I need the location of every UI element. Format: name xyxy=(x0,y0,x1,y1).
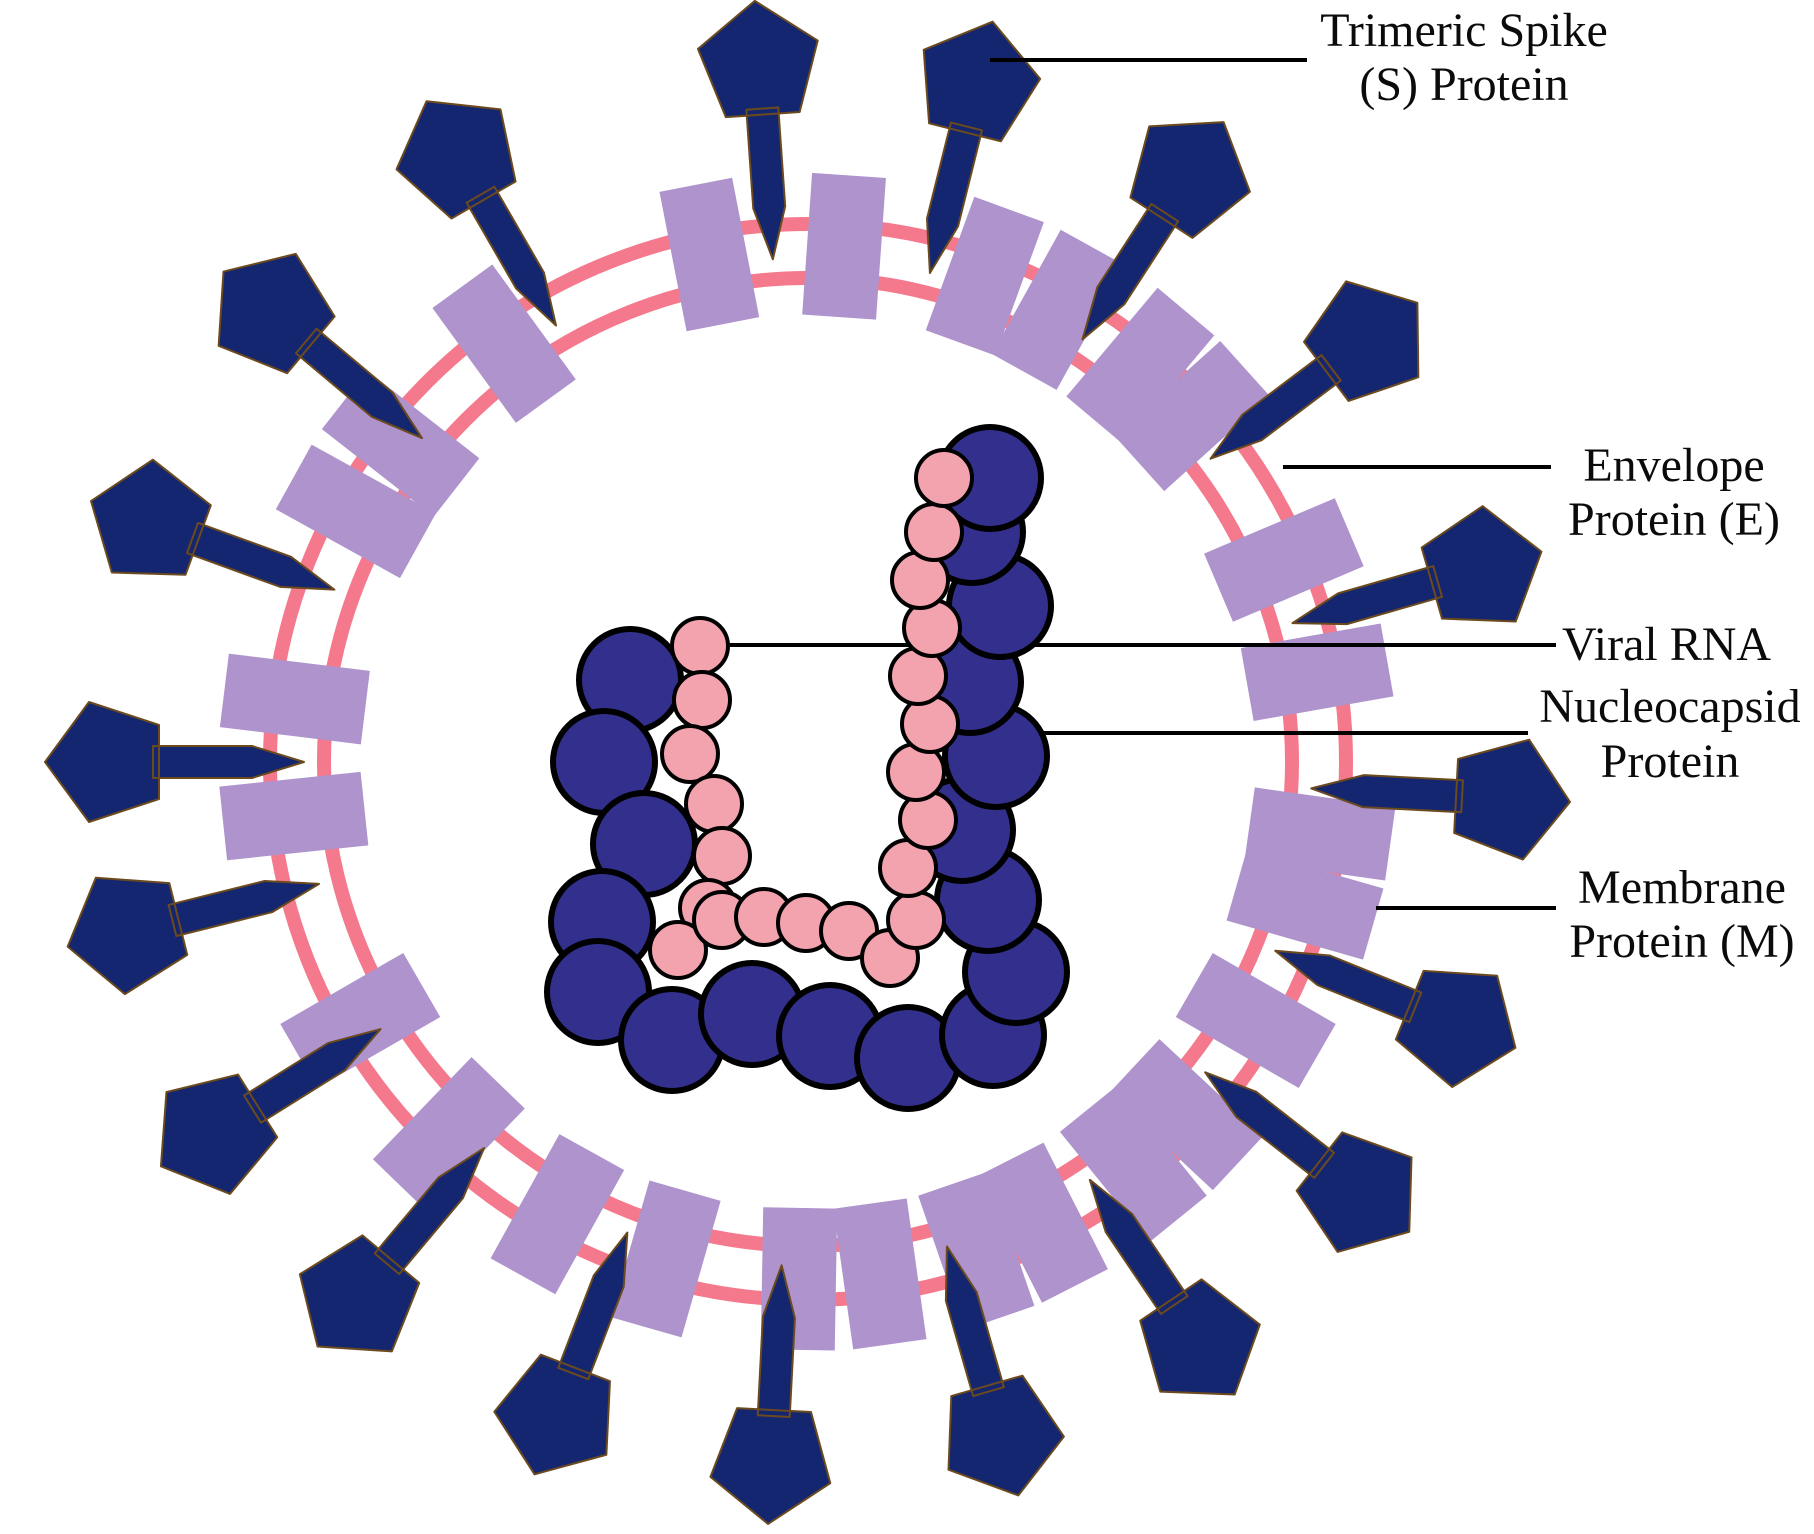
membrane-protein-rect xyxy=(991,229,1126,390)
membrane-protein-rect xyxy=(432,264,576,423)
label-trimeric-spike: Trimeric Spike (S) Protein xyxy=(1320,4,1608,111)
membrane-protein-rect xyxy=(918,1171,1035,1331)
membrane-protein-rect xyxy=(1175,952,1336,1089)
spike-protein xyxy=(159,1028,382,1195)
rna-bead xyxy=(660,724,720,784)
membrane-protein-rect xyxy=(219,771,369,861)
spike-protein xyxy=(217,252,423,440)
membrane-protein-rect xyxy=(833,1198,927,1350)
spike-protein xyxy=(1204,1071,1413,1253)
spike-protein xyxy=(493,1231,629,1476)
label-nucleocapsid: Nucleocapsid Protein xyxy=(1539,680,1800,788)
membrane-label-line1: Membrane xyxy=(1578,861,1786,914)
membrane-protein-rect xyxy=(1240,623,1394,721)
spike-protein xyxy=(395,100,557,327)
rna-bead xyxy=(886,890,946,950)
spike-protein xyxy=(1088,1178,1261,1396)
membrane-protein-rect xyxy=(1244,787,1396,881)
spike-protein xyxy=(1209,280,1420,460)
label-envelope: Envelope Protein (E) xyxy=(1568,439,1780,546)
membrane-protein-rect xyxy=(659,177,760,332)
envelope-label-line1: Envelope xyxy=(1583,439,1764,492)
envelope-label-line2: Protein (E) xyxy=(1568,493,1780,546)
spike-protein xyxy=(1291,505,1543,626)
spike-protein xyxy=(944,1245,1065,1497)
spike-protein xyxy=(1310,738,1571,861)
membrane-protein-rect xyxy=(610,1180,721,1338)
spike-protein xyxy=(709,1264,832,1525)
membrane-protein-rect xyxy=(275,444,436,579)
spike-protein xyxy=(90,458,336,591)
membrane-protein-rect xyxy=(977,1142,1108,1303)
rna-bead xyxy=(692,826,752,886)
viral-rna-label: Viral RNA xyxy=(1562,618,1771,671)
spike-protein-group xyxy=(44,0,1571,1525)
rna-bead xyxy=(648,920,708,980)
membrane-protein-rect xyxy=(1226,849,1384,960)
rna-bead xyxy=(914,448,974,508)
membrane-protein-rect xyxy=(1108,1039,1264,1191)
rna-bead xyxy=(684,774,744,834)
rna-bead xyxy=(672,670,732,730)
spike-protein xyxy=(922,20,1042,274)
spike-protein xyxy=(1081,121,1251,341)
nucleocapsid-label-line1: Nucleocapsid xyxy=(1539,680,1800,733)
spike-protein xyxy=(44,701,305,823)
spike-protein xyxy=(66,876,320,996)
label-membrane: Membrane Protein (M) xyxy=(1569,861,1794,968)
membrane-protein-rect xyxy=(372,1057,525,1211)
trimeric-spike-label-line1: Trimeric Spike xyxy=(1320,4,1608,57)
membrane-protein-rect xyxy=(1204,498,1364,622)
membrane-protein-rect xyxy=(802,172,886,320)
membrane-protein-rect xyxy=(1066,287,1215,445)
spike-protein xyxy=(1274,949,1517,1088)
nucleocapsid-label-line2: Protein xyxy=(1601,735,1740,788)
rna-bead xyxy=(904,502,964,562)
membrane-protein-rect xyxy=(1114,341,1270,492)
membrane-protein-rect xyxy=(1059,1085,1207,1243)
rna-bead-chain xyxy=(648,448,974,988)
nucleocapsid-bead-chain xyxy=(544,424,1070,1112)
membrane-protein-rect xyxy=(219,653,370,745)
label-viral-rna: Viral RNA xyxy=(1562,618,1771,671)
membrane-protein-rect xyxy=(925,196,1044,356)
spike-protein xyxy=(298,1147,486,1353)
membrane-protein-group xyxy=(219,172,1396,1351)
spike-protein xyxy=(696,0,819,261)
membrane-protein-rect xyxy=(490,1134,625,1295)
trimeric-spike-label-line2: (S) Protein xyxy=(1359,58,1568,111)
rna-bead xyxy=(670,616,730,676)
membrane-label-line2: Protein (M) xyxy=(1569,915,1794,968)
